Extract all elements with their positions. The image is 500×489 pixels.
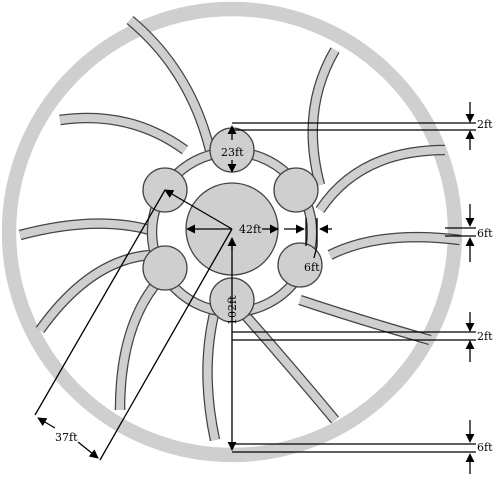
- outer-ring: [1, 1, 463, 463]
- small-circle-lower-right: [277, 242, 323, 288]
- hedge-arcs: [18, 15, 461, 442]
- dimension-labels: 2ft 6ft 2ft 6ft 23ft 42ft 6ft 102ft 37ft: [55, 118, 493, 454]
- small-circle-lower-left: [142, 245, 188, 291]
- dimension-lines: [34, 102, 476, 474]
- label-radius-vertical: 102ft: [226, 295, 239, 325]
- label-small-circle: 23ft: [221, 146, 244, 159]
- label-ring-width-bottom: 6ft: [477, 441, 493, 454]
- label-ring-gap-top: 2ft: [477, 118, 493, 131]
- small-circle-upper-right: [273, 167, 319, 213]
- label-radius-diagonal: 37ft: [55, 431, 78, 444]
- label-ring-gap-mid: 2ft: [477, 330, 493, 343]
- label-small-gap: 6ft: [304, 261, 320, 274]
- label-center-circle: 42ft: [239, 223, 262, 236]
- label-ring-width-right: 6ft: [477, 227, 493, 240]
